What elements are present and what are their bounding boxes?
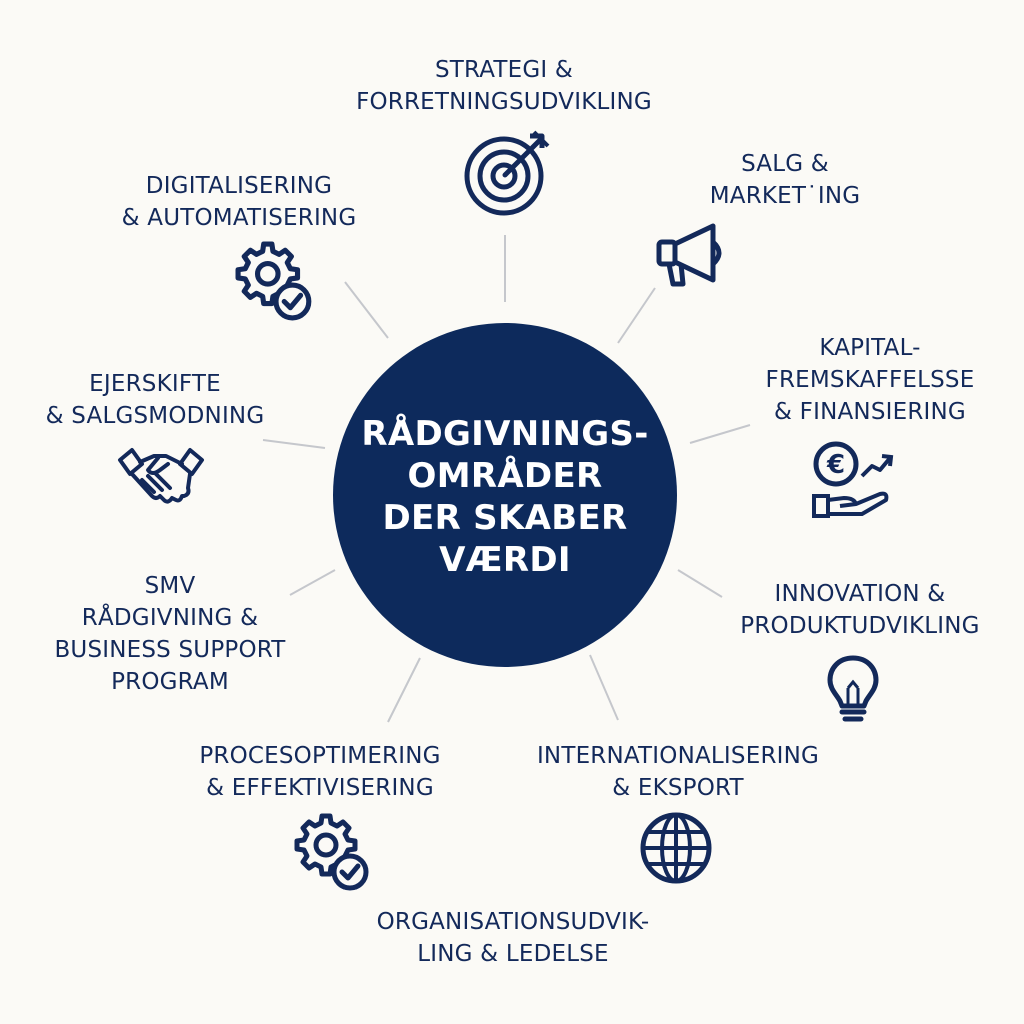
globe-icon xyxy=(638,810,714,886)
label-strategi: STRATEGI & FORRETNINGSUDVIKLING xyxy=(318,54,690,118)
label-line: DIGITALISERING xyxy=(145,173,333,199)
handshake-icon xyxy=(118,446,204,508)
connector-ejerskifte xyxy=(262,439,326,449)
label-line: SMV xyxy=(144,573,196,599)
label-line: & SALGSMODNING xyxy=(45,403,265,429)
label-line: FORRETNINGSUDVIKLING xyxy=(356,89,652,115)
connector-innovation xyxy=(677,569,723,598)
target-icon xyxy=(462,130,554,216)
label-line: LING & LEDELSE xyxy=(417,941,609,967)
label-line: KAPITAL- xyxy=(819,335,921,361)
center-title-line: RÅDGIVNINGS- xyxy=(361,414,649,454)
label-proces: PROCESOPTIMERING & EFFEKTIVISERING xyxy=(165,740,475,804)
lightbulb-icon xyxy=(826,654,880,726)
label-line: & EKSPORT xyxy=(612,775,744,801)
label-line: BUSINESS SUPPORT xyxy=(54,637,286,663)
svg-text:€: € xyxy=(826,450,845,480)
label-ejerskifte: EJERSKIFTE & SALGSMODNING xyxy=(14,368,296,432)
connector-digital xyxy=(344,281,389,339)
euro-hand-icon: € xyxy=(810,440,896,520)
label-international: INTERNATIONALISERING & EKSPORT xyxy=(500,740,856,804)
label-salg: SALG & MARKET˙ING xyxy=(685,148,885,212)
connector-proces xyxy=(387,657,421,723)
connector-salg xyxy=(617,287,656,344)
center-title-line: OMRÅDER xyxy=(407,456,603,496)
megaphone-icon xyxy=(655,220,733,292)
label-kapital: KAPITAL- FREMSKAFFELSSE & FINANSIERING xyxy=(735,332,1005,428)
label-line: RÅDGIVNING & xyxy=(81,605,259,631)
label-line: INNOVATION & xyxy=(774,581,946,607)
label-digital: DIGITALISERING & AUTOMATISERING xyxy=(86,170,392,234)
label-line: & AUTOMATISERING xyxy=(121,205,357,231)
connector-smv xyxy=(289,569,336,596)
center-title-line: VÆRDI xyxy=(439,540,571,580)
label-innovation: INNOVATION & PRODUKTUDVIKLING xyxy=(707,578,1013,642)
label-smv: SMV RÅDGIVNING & BUSINESS SUPPORT PROGRA… xyxy=(22,570,318,698)
connector-international xyxy=(589,654,619,721)
label-line: MARKET˙ING xyxy=(709,183,861,209)
connector-kapital xyxy=(689,424,751,444)
label-line: FREMSKAFFELSSE xyxy=(765,367,975,393)
label-line: STRATEGI & xyxy=(434,57,574,83)
center-title: RÅDGIVNINGS- OMRÅDER DER SKABER VÆRDI xyxy=(361,409,648,581)
label-line: & FINANSIERING xyxy=(774,399,966,425)
label-line: SALG & xyxy=(741,151,829,177)
center-circle: RÅDGIVNINGS- OMRÅDER DER SKABER VÆRDI xyxy=(333,323,677,667)
label-line: ORGANISATIONSUDVIK- xyxy=(376,909,650,935)
label-line: PROGRAM xyxy=(111,669,229,695)
label-line: PROCESOPTIMERING xyxy=(199,743,441,769)
gear-check-icon xyxy=(235,240,316,322)
label-line: PRODUKTUDVIKLING xyxy=(740,613,980,639)
center-title-line: DER SKABER xyxy=(382,498,628,538)
gear-check-icon xyxy=(294,812,372,892)
label-line: INTERNATIONALISERING xyxy=(536,743,820,769)
label-line: EJERSKIFTE xyxy=(89,371,221,397)
label-line: & EFFEKTIVISERING xyxy=(206,775,434,801)
label-organisation: ORGANISATIONSUDVIK- LING & LEDELSE xyxy=(340,906,686,970)
